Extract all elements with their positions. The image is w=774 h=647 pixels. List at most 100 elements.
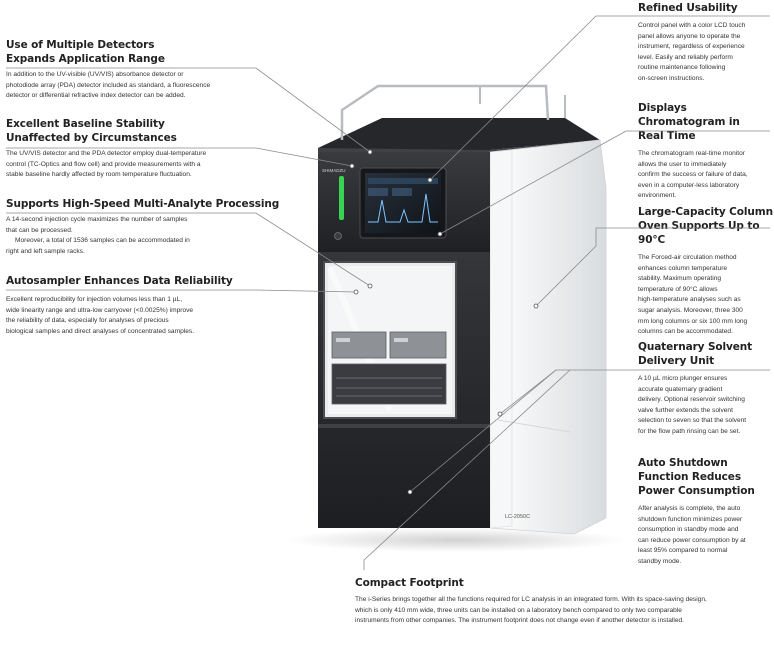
feature-text: A 14-second injection cycle maximizes th… [6, 215, 306, 257]
text-line: Moreover, a total of 1536 samples can be… [15, 237, 190, 245]
callout-autosampler [6, 289, 357, 293]
text-line: delivery. Optional reservoir switching [638, 396, 745, 404]
feature-title: Use of Multiple Detectors Expands Applic… [6, 39, 165, 65]
callout-chromatogram [439, 130, 770, 235]
panel-seam [497, 419, 571, 433]
text-line: high-temperature analyses such as [638, 296, 741, 304]
model-label: LC-2050C [505, 514, 530, 520]
text-line: standby mode. [638, 557, 682, 565]
text-line: instrument, regardless of experience [638, 43, 745, 51]
callout-pump [409, 369, 557, 493]
text-line: Excellent reproducibility for injection … [6, 296, 183, 303]
text-line: The Forced-air circulation method [638, 254, 737, 261]
text-line: A 14-second injection cycle maximizes th… [6, 216, 188, 223]
feature-shutdown: Auto Shutdown Function Reduces Power Con… [638, 456, 772, 568]
callout-dots [349, 149, 539, 495]
feature-footprint: Compact Footprint The i-Series brings to… [355, 576, 773, 627]
text-line: photodiode array (PDA) detector included… [6, 81, 211, 89]
text-line: on-screen instructions. [638, 74, 705, 82]
text-line: mm long columns or six 100 mm long [638, 317, 748, 325]
sample-rack-right [389, 331, 447, 359]
feature-text: A 10 µL micro plunger ensures accurate q… [638, 374, 772, 438]
callout-detectors [6, 67, 371, 153]
text-line: for the flow path rinsing can be set. [638, 427, 741, 435]
right-front-door [489, 149, 513, 529]
chromatogram-trace [368, 193, 438, 223]
text-line: temperature of 90°C allows [638, 285, 718, 293]
text-line: can reduce power consumption by at [638, 536, 746, 544]
feature-detectors: Use of Multiple Detectors Expands Applic… [6, 38, 306, 102]
text-line: The UV/VIS detector and the PDA detector… [6, 150, 207, 157]
feature-highspeed: Supports High-Speed Multi-Analyte Proces… [6, 197, 306, 257]
brand-logo: SHIMADZU [322, 168, 346, 173]
callout-baseline [6, 147, 353, 167]
feature-autosampler: Autosampler Enhances Data Reliability Ex… [6, 274, 306, 337]
power-button [334, 232, 342, 240]
text-line: stability. Maximum operating [638, 275, 722, 283]
rack-tray [331, 363, 447, 405]
text-line: accurate quaternary gradient [638, 385, 723, 393]
text-line: A 10 µL micro plunger ensures [638, 375, 728, 382]
feature-text: After analysis is complete, the auto shu… [638, 504, 772, 568]
feature-text: Excellent reproducibility for injection … [6, 295, 306, 337]
feature-chromatogram: Displays Chromatogram in Real Time The c… [638, 101, 772, 202]
feature-text: Control panel with a color LCD touch pan… [638, 21, 772, 85]
text-line: valve further extends the solvent [638, 406, 733, 414]
feature-title: Large-Capacity Column Oven Supports Up t… [638, 206, 773, 246]
feature-text: In addition to the UV-visible (UV/VIS) a… [6, 70, 306, 102]
feature-text: The i-Series brings together all the fun… [355, 595, 773, 627]
text-line: environment. [638, 192, 677, 200]
text-line: The i-Series brings together all the fun… [355, 596, 707, 603]
text-line: least 95% compared to normal [638, 547, 728, 555]
text-line: level. Easily and reliably perform [638, 53, 733, 61]
text-line: consumption in standby mode and [638, 526, 739, 534]
text-line: allows the user to immediately [638, 160, 727, 168]
text-line: In addition to the UV-visible (UV/VIS) a… [6, 71, 184, 78]
callout-footprint [363, 369, 571, 570]
text-line: even in a computer-less laboratory [638, 181, 740, 189]
feature-text: The UV/VIS detector and the PDA detector… [6, 149, 306, 181]
text-line: selection to seven so that the solvent [638, 417, 747, 425]
text-line: wide linearity range and ultra-low carry… [6, 306, 194, 314]
text-line: confirm the success or failure of data, [638, 171, 748, 179]
text-line: instruments from other companies. The in… [355, 617, 685, 625]
feature-title: Displays Chromatogram in Real Time [638, 102, 740, 142]
feature-usability: Refined Usability Control panel with a c… [638, 1, 772, 85]
text-line: stable baseline hardly affected by room … [6, 171, 192, 179]
feature-title: Quaternary Solvent Delivery Unit [638, 341, 753, 367]
feature-title: Autosampler Enhances Data Reliability [6, 275, 233, 287]
callout-oven [535, 227, 770, 307]
text-line: sugar analysis. Moreover, three 300 [638, 306, 743, 314]
instrument-top [318, 118, 600, 150]
feature-solvent: Quaternary Solvent Delivery Unit A 10 µL… [638, 340, 772, 438]
front-divider [318, 424, 490, 428]
text-line: detector or differential refractive inde… [6, 92, 186, 100]
sample-rack-left [331, 331, 387, 359]
status-led [339, 176, 344, 220]
callout-lines [6, 15, 770, 570]
text-line: biological samples and direct analyses o… [6, 327, 195, 335]
text-line: After analysis is complete, the auto [638, 505, 741, 512]
text-line: which is only 410 mm wide, three units c… [355, 606, 682, 614]
floor-shadow [285, 528, 625, 552]
top-rail-left [340, 84, 550, 140]
text-line: control (TC-Optics and flow cell) and pr… [6, 160, 201, 168]
text-line: Control panel with a color LCD touch [638, 22, 746, 29]
feature-oven: Large-Capacity Column Oven Supports Up t… [638, 205, 773, 338]
feature-title: Excellent Baseline Stability Unaffected … [6, 118, 177, 144]
text-line: that can be processed. [6, 226, 73, 234]
feature-text: The chromatogram real-time monitor allow… [638, 149, 772, 202]
feature-title: Refined Usability [638, 2, 738, 14]
text-line: routine maintenance following [638, 64, 726, 72]
text-line: columns can be accommodated. [638, 328, 733, 336]
text-line: panel allows anyone to operate the [638, 32, 741, 40]
text-line: The chromatogram real-time monitor [638, 150, 746, 157]
callout-usability [429, 15, 770, 181]
callout-highspeed [6, 212, 371, 287]
text-line: shutdown function minimizes power [638, 515, 743, 523]
feature-baseline: Excellent Baseline Stability Unaffected … [6, 117, 306, 181]
text-line: the reliability of data, especially for … [6, 317, 169, 325]
text-line: enhances column temperature [638, 264, 728, 272]
text-line: right and left sample racks. [6, 247, 85, 255]
